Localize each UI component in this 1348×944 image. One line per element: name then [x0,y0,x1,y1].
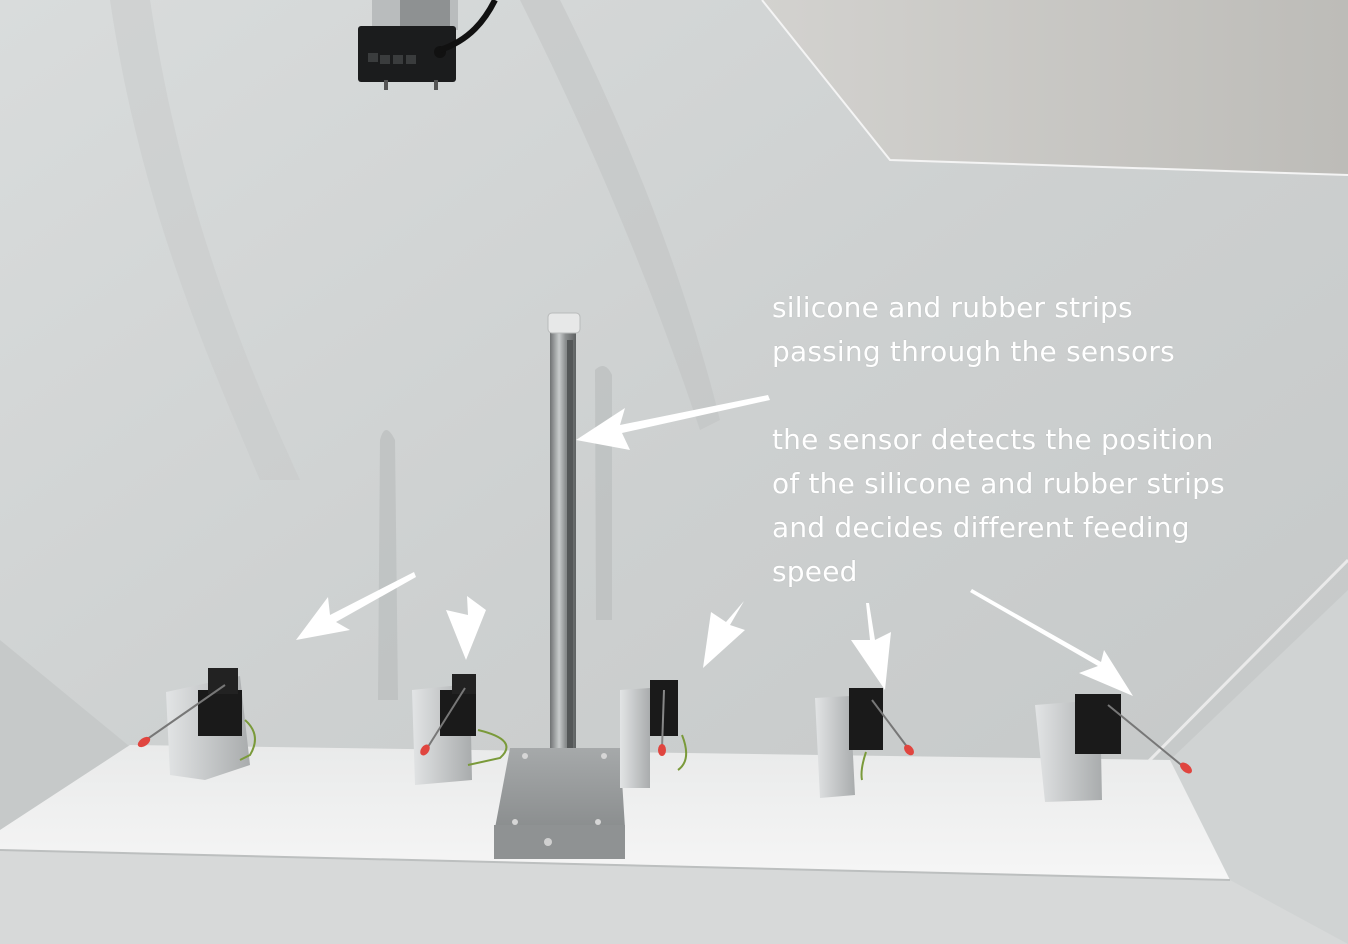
sensor-5 [1035,694,1192,802]
guide-rod [494,312,625,859]
annotation-line: and decides different feeding [772,511,1190,544]
display-unit [358,0,498,90]
concrete-wall [762,0,1348,175]
annotation-line: silicone and rubber strips [772,291,1133,324]
annotation-line: of the silicone and rubber strips [772,467,1225,500]
annotation-line: passing through the sensors [772,335,1175,368]
arrow-sensor-1 [296,572,416,640]
sensor-1 [137,668,256,780]
arrow-sensor-3 [703,601,745,668]
arrow-sensor-5 [970,589,1133,696]
sensor-2 [412,674,508,785]
annotation-label-strips: silicone and rubber strips passing throu… [772,286,1175,374]
sensor-3 [620,680,688,788]
annotation-arrows [296,395,1133,696]
arrow-sensor-4 [851,603,891,690]
annotation-line: speed [772,555,858,588]
arrow-to-rod [576,395,770,450]
annotation-label-sensor-function: the sensor detects the position of the s… [772,418,1225,594]
arrow-sensor-2 [446,596,486,660]
sensor-4 [815,688,914,798]
annotation-line: the sensor detects the position [772,423,1214,456]
